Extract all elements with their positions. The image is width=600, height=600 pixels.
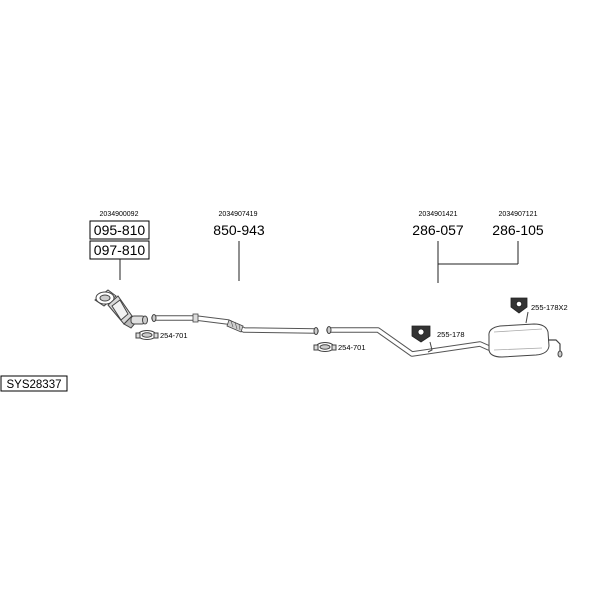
system-code-box [0,375,68,392]
part-number-2[interactable]: 850-943 [213,222,265,238]
system-code: SYS28337 [7,379,62,391]
part-group-middle-pipe[interactable]: 2034907419 850-943 [213,211,265,281]
catalytic-converter-icon [94,289,148,329]
oem-number-2: 2034907419 [219,211,258,218]
hanger-icon [510,297,528,314]
oem-number-1: 2034900092 [100,211,139,218]
rear-muffler-icon [326,311,563,358]
clamp-label-1[interactable]: 254-701 [160,331,188,340]
oem-number-4: 2034907121 [499,211,538,218]
hanger-label-1[interactable]: 255-178 [437,330,465,339]
clamp-icon [135,330,159,340]
hanger-icon [411,325,431,343]
part-group-catalytic-converter[interactable]: 2034900092 095-810 097-810 [89,211,150,280]
clamp-label-2[interactable]: 254-701 [338,343,366,352]
part-number-4[interactable]: 286-105 [492,222,544,238]
part-number-1a[interactable]: 095-810 [94,222,146,238]
clamp-icon [313,342,337,352]
middle-pipe-icon [151,313,319,335]
part-number-1b[interactable]: 097-810 [94,242,146,258]
part-number-box-1a [89,220,150,240]
leader-lines-rear [437,241,519,283]
oem-number-3: 2034901421 [419,211,458,218]
part-group-rear-pipe[interactable]: 2034901421 286-057 [412,211,464,238]
part-number-3[interactable]: 286-057 [412,222,464,238]
hanger-label-2[interactable]: 255-178X2 [531,303,568,312]
part-group-rear-muffler[interactable]: 2034907121 286-105 [492,211,544,238]
